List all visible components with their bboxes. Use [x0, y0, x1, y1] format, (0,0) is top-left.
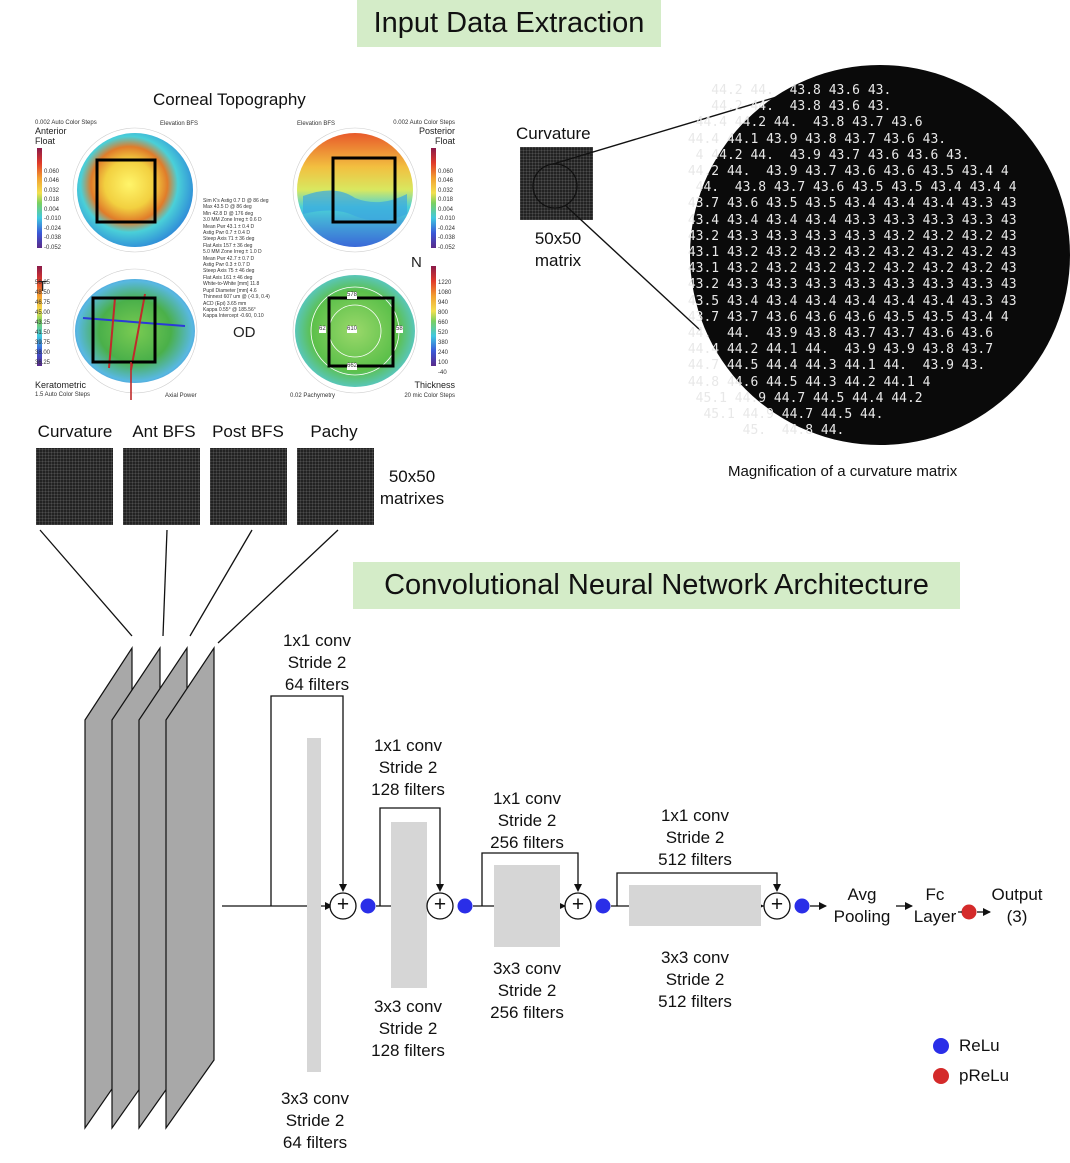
banner-cnn-architecture: Convolutional Neural Network Architectur…: [353, 562, 960, 609]
label-elevation-right: Elevation BFS: [297, 121, 336, 127]
label-auto-color-left: 0.002 Auto Color Steps: [35, 120, 97, 126]
label-float-right: Float: [434, 136, 455, 146]
conv-block-1: [307, 738, 321, 1072]
topography-title: Corneal Topography: [153, 90, 306, 109]
magnified-matrix: 44.2 44. 43.8 43.6 43. 44.2 44. 43.8 43.…: [688, 65, 1070, 445]
label-N: N: [411, 254, 422, 271]
pachy-right: 58: [396, 326, 403, 333]
label-thickness: Thickness: [414, 380, 455, 390]
legend-prelu-label: pReLu: [959, 1066, 1010, 1085]
main-label-2: 3x3 conv Stride 2 128 filters: [371, 997, 445, 1060]
add-node-4: [763, 892, 791, 920]
matrix-label-pachy: Pachy: [310, 422, 358, 441]
matrix-post-bfs: [210, 448, 287, 525]
shortcut-label-3: 1x1 conv Stride 2 256 filters: [490, 789, 564, 852]
add-symbol-1: +: [336, 893, 350, 916]
magnification-caption: Magnification of a curvature matrix: [728, 463, 958, 480]
fc-layer-label: Fc Layer: [913, 885, 957, 926]
corneal-topography-image: Anterior Float Posterior Float Keratomet…: [35, 118, 455, 400]
main-label-4: 3x3 conv Stride 2 512 filters: [658, 948, 732, 1011]
add-symbol-3: +: [571, 893, 585, 916]
curvature-matrix: [520, 147, 593, 220]
matrix-pachy: [297, 448, 374, 525]
curvature-label: Curvature: [516, 124, 591, 143]
add-node-2: [426, 892, 454, 920]
label-pachymetry: 0.02 Pachymetry: [290, 393, 336, 399]
pachy-center: 610: [347, 326, 358, 333]
main-label-3: 3x3 conv Stride 2 256 filters: [490, 959, 564, 1022]
label-float-left: Float: [35, 136, 56, 146]
relu-2: [457, 898, 473, 914]
add-symbol-4: +: [770, 893, 784, 916]
label-T: T: [38, 278, 48, 295]
pachy-bottom: 662: [347, 363, 358, 370]
relu-3: [595, 898, 611, 914]
banner-input-extraction: Input Data Extraction: [357, 0, 661, 47]
label-anterior: Anterior: [35, 126, 67, 136]
relu-4: [794, 898, 810, 914]
label-elevation-left: Elevation BFS: [160, 121, 199, 127]
label-keratometric: Keratometric: [35, 380, 87, 390]
legend-prelu-dot: [933, 1068, 949, 1084]
label-OD: OD: [233, 324, 256, 341]
topography-center-text: Sim K's Astig 0.7 D @ 86 deg Max 43.5 D …: [203, 198, 270, 320]
curvature-matrix-size: 50x50 matrix: [534, 229, 582, 270]
legend-relu-dot: [933, 1038, 949, 1054]
matrix-label-post-bfs: Post BFS: [212, 422, 284, 441]
relu-1: [360, 898, 376, 914]
avg-pooling-label: Avg Pooling: [833, 885, 891, 926]
matrices-size: 50x50 matrixes: [379, 467, 445, 508]
matrix-curvature: [36, 448, 113, 525]
legend-relu-label: ReLu: [959, 1036, 1000, 1055]
shortcut-label-1: 1x1 conv Stride 2 64 filters: [282, 631, 352, 694]
conv-block-3: [494, 865, 560, 947]
input-plane-4: [165, 646, 215, 1130]
add-node-3: [564, 892, 592, 920]
shortcut-label-2: 1x1 conv Stride 2 128 filters: [371, 736, 445, 799]
label-posterior: Posterior: [418, 126, 455, 136]
magnified-matrix-values: 44.2 44. 43.8 43.6 43. 44.2 44. 43.8 43.…: [687, 83, 1017, 439]
pachy-left: 62: [319, 326, 326, 333]
conv-block-2: [391, 822, 427, 988]
label-axial-power: Axial Power: [165, 393, 197, 399]
output-label: Output (3): [991, 885, 1043, 926]
main-label-1: 3x3 conv Stride 2 64 filters: [280, 1089, 350, 1152]
matrix-label-ant-bfs: Ant BFS: [132, 422, 196, 441]
label-micron-steps: 20 mic Color Steps: [404, 393, 455, 399]
label-auto-color-bottom-left: 1.5 Auto Color Steps: [35, 392, 91, 398]
shortcut-label-4: 1x1 conv Stride 2 512 filters: [658, 806, 732, 869]
conv-block-4: [629, 885, 761, 926]
add-symbol-2: +: [433, 893, 447, 916]
add-node-1: [329, 892, 357, 920]
prelu-node: [961, 904, 977, 920]
label-auto-color-right: 0.002 Auto Color Steps: [393, 120, 455, 126]
matrix-label-curvature: Curvature: [37, 422, 113, 441]
pachy-top: 578: [347, 292, 358, 299]
matrix-ant-bfs: [123, 448, 200, 525]
